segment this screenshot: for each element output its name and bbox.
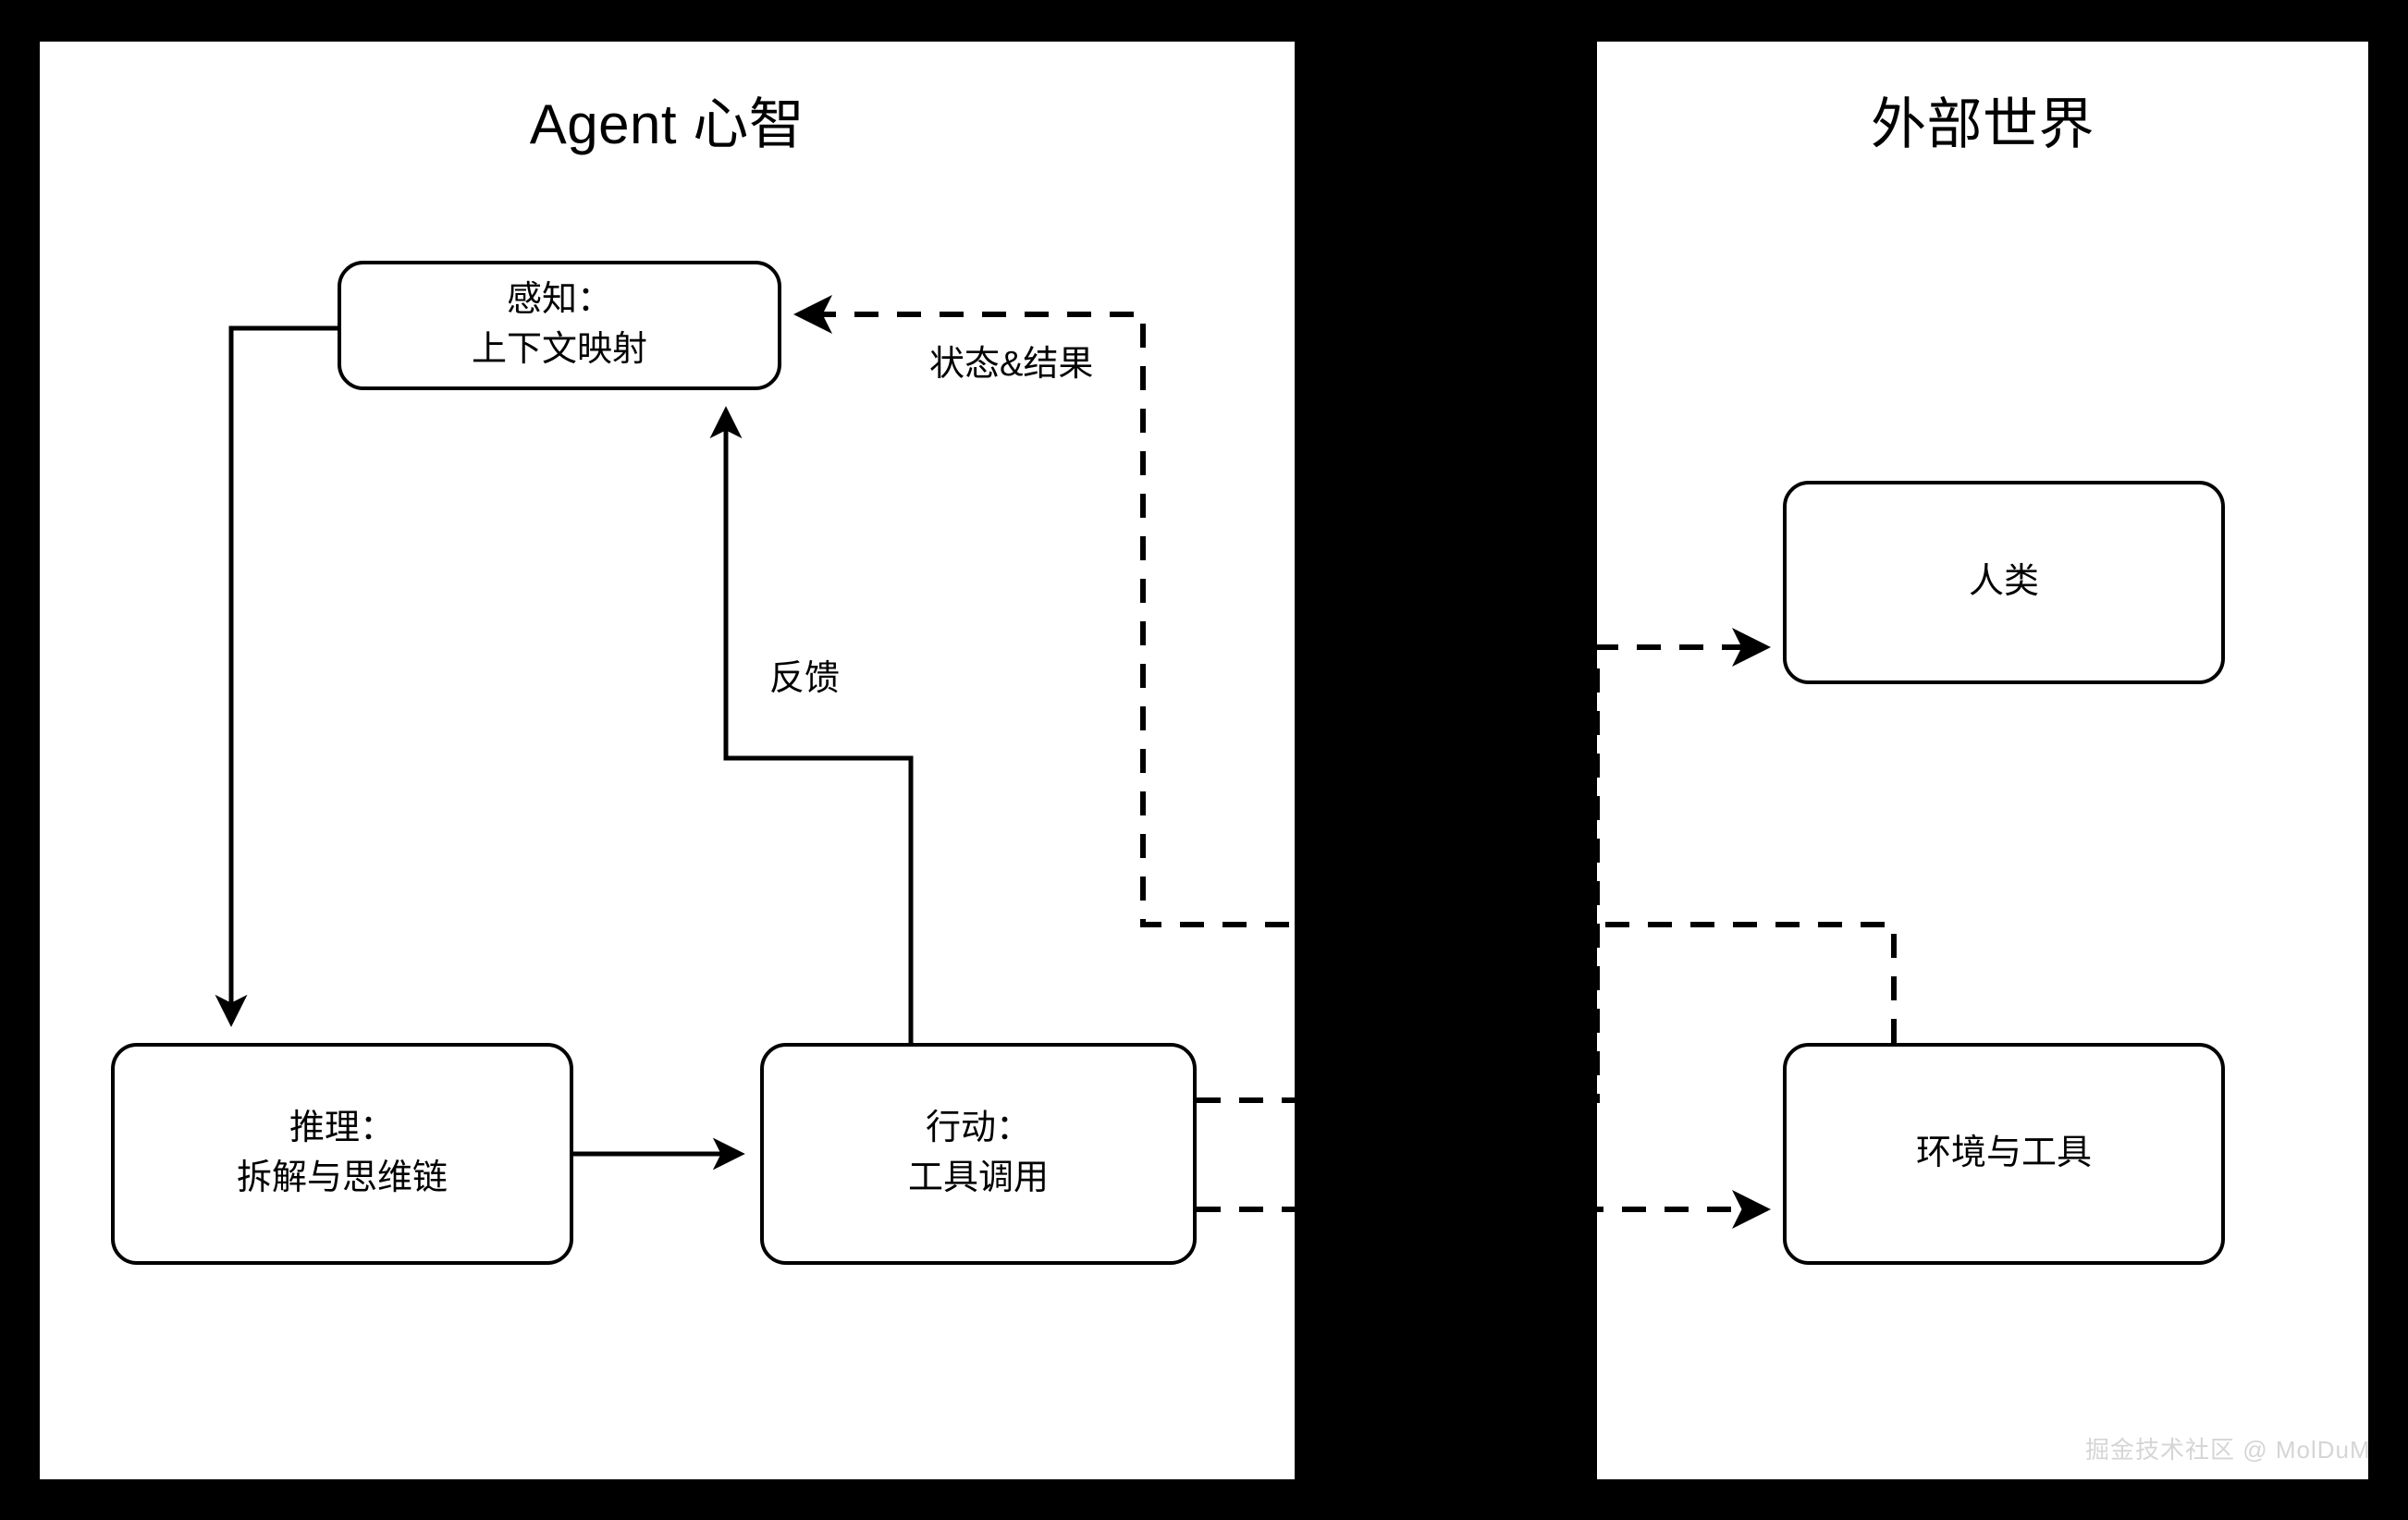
node-human-label: 人类 xyxy=(1968,562,2039,602)
node-human[interactable]: 人类 xyxy=(1783,481,2225,684)
node-reasoning-line2: 拆解与思维链 xyxy=(236,1158,448,1197)
watermark: 掘金技术社区 @ MolDuM xyxy=(2085,1436,2371,1464)
node-env-tools[interactable]: 环境与工具 xyxy=(1783,1043,2225,1265)
node-reasoning-line1: 推理： xyxy=(289,1109,395,1148)
node-perception[interactable]: 感知： 上下文映射 xyxy=(338,261,781,390)
edge-label-state-result: 状态&结果 xyxy=(929,345,1094,384)
edge-label-feedback: 反馈 xyxy=(769,659,841,698)
panel-title-agent-mind: Agent 心智 xyxy=(529,93,805,155)
node-reasoning[interactable]: 推理： 拆解与思维链 xyxy=(111,1043,573,1265)
panel-title-external-world: 外部世界 xyxy=(1871,93,2095,155)
node-action[interactable]: 行动： 工具调用 xyxy=(760,1043,1197,1265)
node-env-tools-label: 环境与工具 xyxy=(1915,1134,2092,1173)
node-perception-line1: 感知： xyxy=(506,280,612,320)
node-perception-line2: 上下文映射 xyxy=(471,330,647,369)
node-action-line2: 工具调用 xyxy=(907,1158,1049,1197)
node-action-line1: 行动： xyxy=(925,1109,1031,1148)
